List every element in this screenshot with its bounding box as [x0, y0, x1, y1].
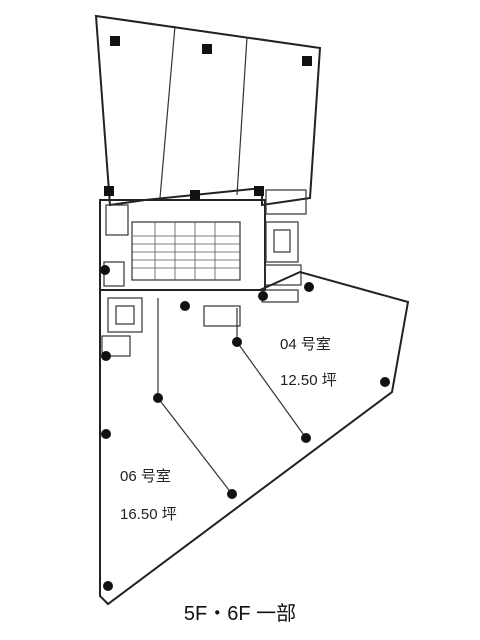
room-06-area: 16.50 坪 — [120, 506, 177, 523]
upper-partition-1 — [159, 25, 176, 199]
room-04-number: 04 号室 — [280, 336, 331, 353]
lower-wing-outline — [99, 270, 410, 606]
lower-partition-right-diagonal — [236, 341, 307, 439]
upper-partition-2 — [236, 36, 248, 196]
elevator-block — [101, 297, 241, 357]
room-04-area: 12.50 坪 — [280, 372, 337, 389]
lower-partition-left-diagonal — [157, 397, 233, 495]
upper-wing-outline — [94, 14, 322, 207]
room-06-number: 06 号室 — [120, 468, 171, 485]
floor-caption: 5F・6F 一部 — [184, 602, 296, 625]
structural-columns — [100, 36, 390, 591]
core-area — [99, 189, 307, 303]
